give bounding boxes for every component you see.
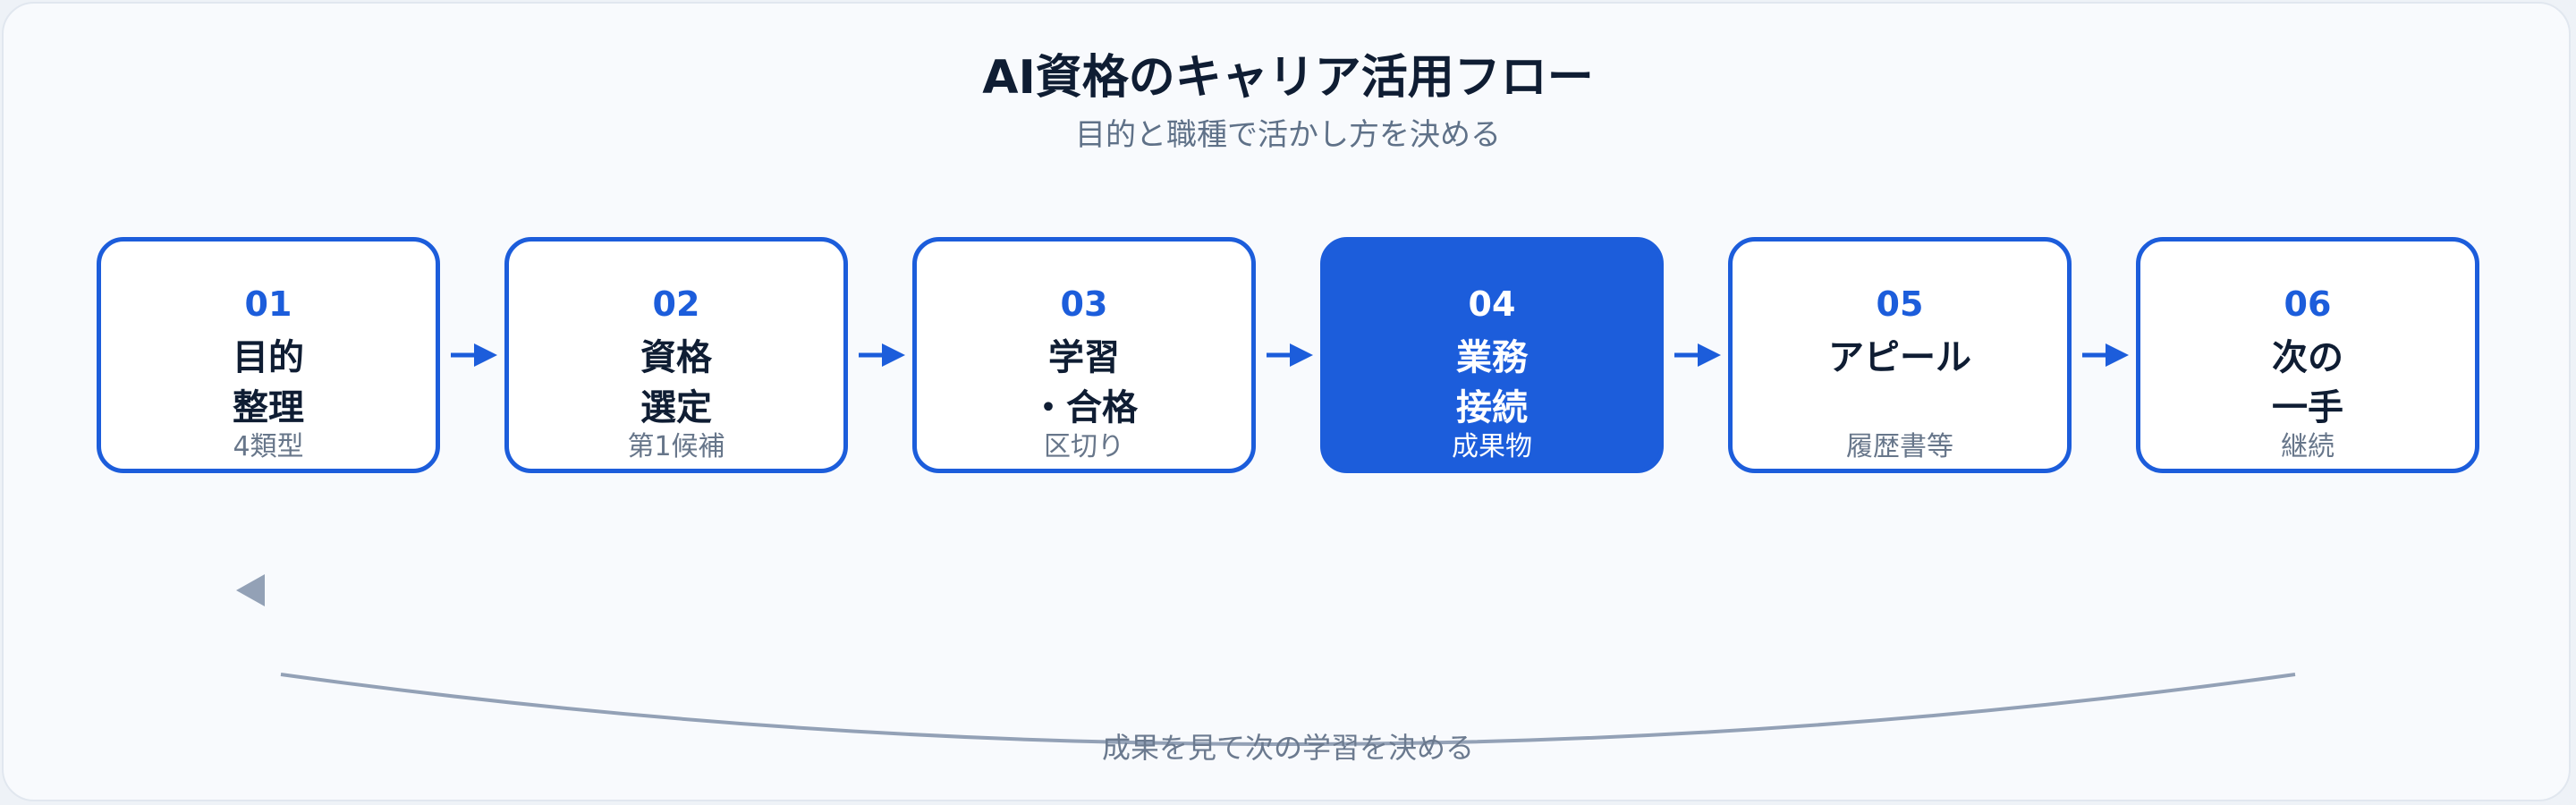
arrow-right-icon (859, 343, 905, 367)
step-note: 履歴書等 (1846, 431, 1953, 462)
arrow-right-icon (2082, 343, 2129, 367)
step-box-01: 01 目的 整理 4類型 (97, 237, 440, 473)
diagram-title: AI資格のキャリア活用フロー (982, 51, 1594, 105)
step-box-02: 02 資格 選定 第1候補 (504, 237, 848, 473)
arrow-right-icon (1674, 343, 1721, 367)
step-number: 03 (1060, 284, 1108, 324)
step-number: 02 (652, 284, 700, 324)
arrow-right-icon (451, 343, 497, 367)
step-number: 06 (2284, 284, 2332, 324)
step-note: 第1候補 (627, 431, 725, 462)
step-label: 目的 整理 (233, 337, 304, 428)
step-label: 業務 接続 (1456, 337, 1528, 428)
step-note: 区切り (1044, 431, 1124, 462)
step-number: 05 (1876, 284, 1924, 324)
step-number: 01 (244, 284, 292, 324)
triangle-left-icon (236, 574, 265, 606)
step-note: 継続 (2281, 431, 2334, 462)
step-label: 資格 選定 (640, 337, 712, 428)
step-label: 次の 一手 (2272, 337, 2343, 428)
step-box-04: 04 業務 接続 成果物 (1320, 237, 1664, 473)
step-note: 成果物 (1452, 431, 1532, 462)
step-label: 学習 ・合格 (1030, 337, 1138, 428)
step-label: アピール (1828, 337, 1971, 378)
arrow-right-icon (1267, 343, 1313, 367)
feedback-loop-label: 成果を見て次の学習を決める (1101, 731, 1474, 765)
step-box-03: 03 学習 ・合格 区切り (912, 237, 1256, 473)
feedback-loop-curve (280, 673, 2296, 746)
step-box-05: 05 アピール 履歴書等 (1728, 237, 2072, 473)
step-number: 04 (1468, 284, 1516, 324)
step-note: 4類型 (233, 431, 304, 462)
step-box-06: 06 次の 一手 継続 (2136, 237, 2479, 473)
diagram-subtitle: 目的と職種で活かし方を決める (1075, 117, 1501, 153)
